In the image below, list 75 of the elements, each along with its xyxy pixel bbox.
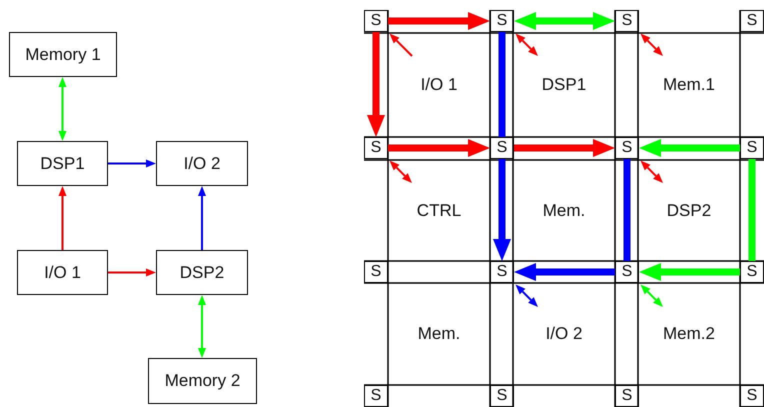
arrow	[639, 263, 740, 281]
arrow	[639, 139, 740, 157]
arrow	[640, 160, 663, 183]
arrow	[514, 263, 615, 281]
arrow	[58, 77, 66, 141]
box-label: I/O 2	[184, 154, 220, 174]
switch-box	[490, 137, 514, 159]
box-label: S	[746, 12, 758, 30]
box-label: S	[370, 139, 382, 157]
box-label: S	[496, 387, 508, 405]
arrow	[390, 34, 413, 57]
switch-box	[615, 137, 639, 159]
arrow	[108, 160, 156, 168]
box-label: S	[496, 12, 508, 30]
arrow	[198, 186, 206, 250]
arrow	[108, 268, 156, 276]
switch-box	[364, 261, 388, 283]
module-label: Mem.1	[663, 75, 715, 95]
box-label: S	[622, 263, 632, 281]
arrow	[640, 284, 663, 307]
arrow	[640, 34, 663, 56]
switch-box	[740, 261, 764, 283]
module-label: Mem.	[418, 324, 460, 344]
process-box	[17, 141, 108, 186]
switch-box	[490, 261, 514, 283]
switch-box	[740, 10, 764, 32]
process-box	[156, 250, 248, 295]
box-label: S	[370, 12, 382, 30]
box-label: DSP1	[40, 154, 85, 174]
box-label: S	[746, 263, 758, 281]
switch-box	[615, 261, 639, 283]
box-label: S	[746, 387, 758, 405]
arrow	[516, 34, 538, 56]
switch-box	[740, 385, 764, 407]
arrow	[516, 284, 538, 307]
module-label: DSP2	[666, 200, 712, 220]
box-label: DSP2	[180, 262, 224, 282]
switch-box	[740, 137, 764, 159]
box-label: S	[622, 139, 632, 157]
switch-box	[364, 137, 388, 159]
arrow	[198, 295, 206, 358]
box-label: Memory 2	[164, 371, 240, 391]
module-label: I/O 1	[420, 75, 458, 95]
module-label: Mem.	[542, 200, 586, 220]
arrow	[388, 139, 490, 157]
box-label: S	[496, 139, 508, 157]
box-label: S	[496, 263, 508, 281]
module-label: Mem.2	[663, 324, 715, 344]
switch-box	[490, 385, 514, 407]
arrow	[514, 12, 615, 30]
box-label: S	[746, 139, 758, 157]
arrow	[367, 32, 385, 137]
module-label: DSP1	[542, 75, 586, 95]
switch-box	[364, 385, 388, 407]
switch-box	[615, 385, 639, 407]
switch-box	[490, 10, 514, 32]
process-box	[148, 358, 257, 404]
box-label: I/O 1	[44, 262, 81, 282]
process-box	[156, 141, 248, 186]
box-label: Memory 1	[25, 44, 101, 64]
module-label: I/O 2	[546, 324, 582, 344]
arrow	[58, 186, 66, 250]
arrow	[493, 159, 511, 261]
process-box	[17, 250, 108, 295]
arrow	[390, 160, 412, 183]
process-box	[9, 32, 117, 77]
arrow	[388, 12, 490, 30]
switch-box	[615, 10, 639, 32]
module-label: CTRL	[416, 200, 462, 220]
box-label: S	[370, 387, 382, 405]
switch-box	[364, 10, 388, 32]
arrow	[514, 139, 615, 157]
box-label: S	[370, 263, 382, 281]
box-label: S	[622, 387, 632, 405]
box-label: S	[622, 12, 632, 30]
